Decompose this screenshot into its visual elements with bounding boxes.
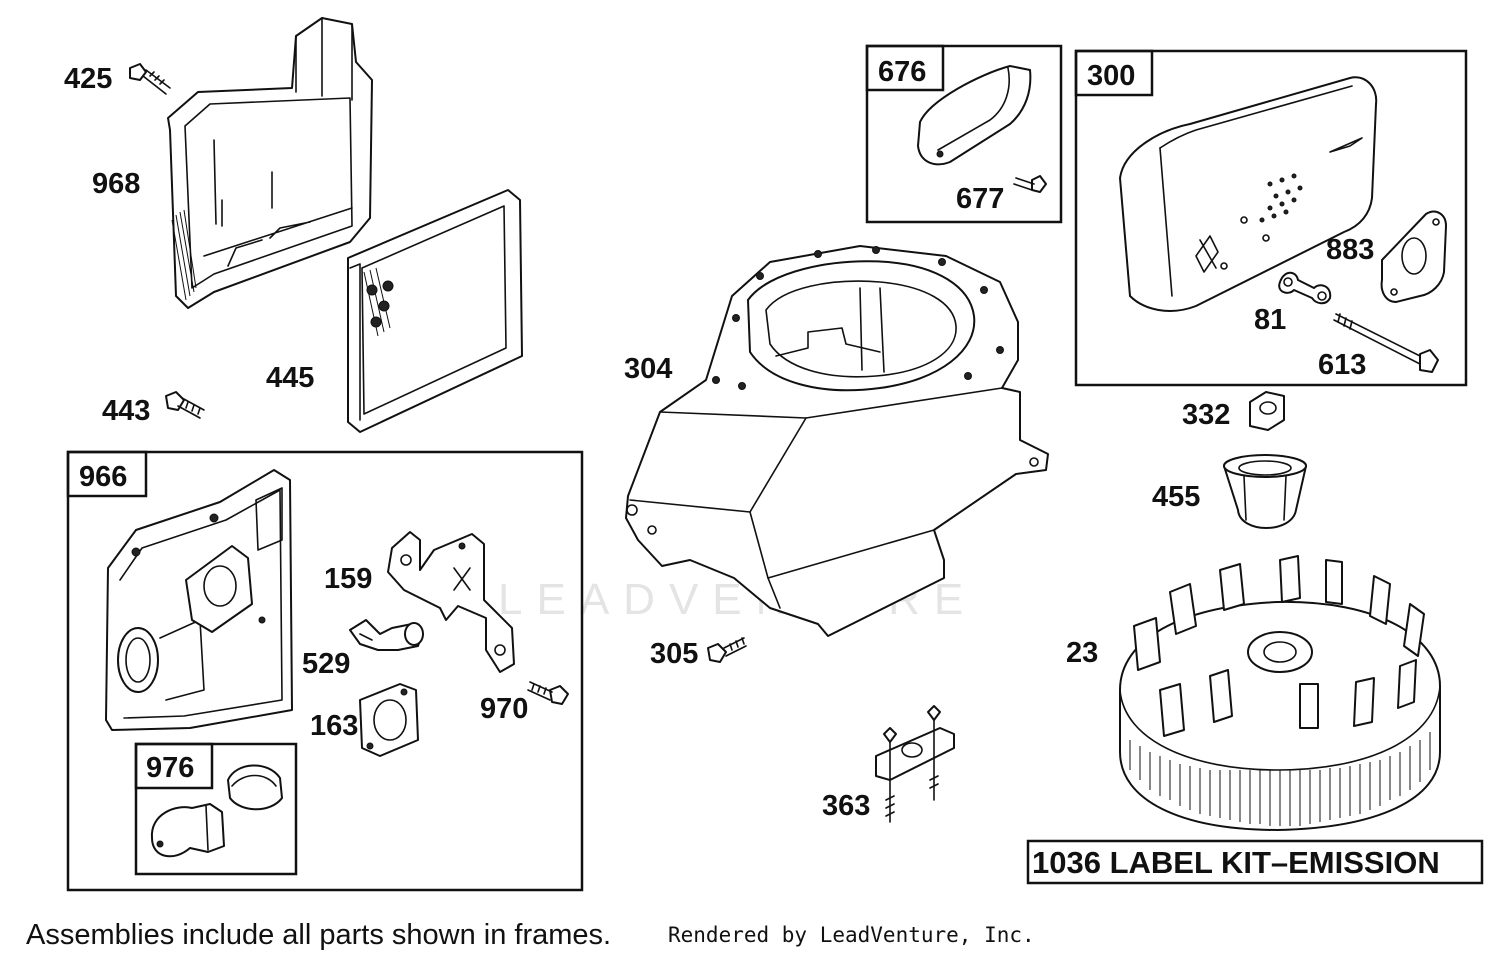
frame-label-676: 676 (878, 56, 926, 88)
frame-966-tag (66, 450, 148, 498)
callout-159: 159 (324, 563, 372, 595)
frame-966 (66, 450, 584, 892)
gasket-883[interactable] (1380, 210, 1447, 303)
callout-163: 163 (310, 710, 358, 742)
callout-529: 529 (302, 648, 350, 680)
screw-443[interactable] (165, 391, 205, 419)
callout-304: 304 (624, 353, 672, 385)
frame-676-tag (865, 44, 945, 92)
primer-bulb-976[interactable] (150, 764, 283, 858)
air-cleaner-base-968[interactable] (167, 17, 373, 309)
muffler-300[interactable] (1119, 76, 1378, 312)
ignition-bracket-363[interactable] (875, 705, 955, 823)
blower-housing-304[interactable] (625, 245, 1049, 637)
breather-tube-529[interactable] (349, 619, 424, 651)
muffler-guard-676[interactable] (917, 65, 1032, 166)
frame-976 (134, 742, 298, 876)
frame-976-tag (134, 742, 214, 790)
callout-443: 443 (102, 395, 150, 427)
callout-445: 445 (266, 362, 314, 394)
callout-677: 677 (956, 183, 1004, 215)
frame-label-976: 976 (146, 752, 194, 784)
footer-note: Assemblies include all parts shown in fr… (26, 919, 611, 951)
muffler-vent-holes (1259, 173, 1303, 223)
frame-label-966: 966 (79, 461, 127, 493)
bolt-425[interactable] (129, 63, 171, 95)
screw-305[interactable] (707, 637, 747, 663)
label-kit-box (1026, 839, 1484, 885)
label-kit-1036: 1036 LABEL KIT–EMISSION (1032, 845, 1440, 880)
screw-677[interactable] (1013, 175, 1047, 193)
callout-363: 363 (822, 790, 870, 822)
footer-credit: Rendered by LeadVenture, Inc. (668, 923, 1035, 947)
callout-883: 883 (1326, 234, 1374, 266)
flywheel-23[interactable] (1119, 555, 1441, 831)
lock-plate-81[interactable] (1278, 271, 1332, 305)
gasket-163[interactable] (359, 683, 419, 757)
air-filter-445[interactable] (347, 189, 523, 433)
frame-300 (1074, 49, 1468, 387)
callout-455: 455 (1152, 481, 1200, 513)
callout-305: 305 (650, 638, 698, 670)
callout-968: 968 (92, 168, 140, 200)
callout-23: 23 (1066, 637, 1098, 669)
nut-332[interactable] (1249, 391, 1285, 431)
frame-676 (865, 44, 1063, 224)
screw-970[interactable] (527, 681, 569, 705)
flywheel-fins (1133, 555, 1425, 737)
air-cleaner-housing-966[interactable] (105, 469, 293, 731)
bracket-159[interactable] (387, 531, 515, 673)
callout-970: 970 (480, 693, 528, 725)
frame-300-tag (1074, 49, 1154, 97)
callout-81: 81 (1254, 304, 1286, 336)
starter-cup-455[interactable] (1223, 454, 1307, 529)
frame-label-300: 300 (1087, 60, 1135, 92)
callout-613: 613 (1318, 349, 1366, 381)
screw-613[interactable] (1333, 313, 1439, 373)
callout-332: 332 (1182, 399, 1230, 431)
callout-425: 425 (64, 63, 112, 95)
